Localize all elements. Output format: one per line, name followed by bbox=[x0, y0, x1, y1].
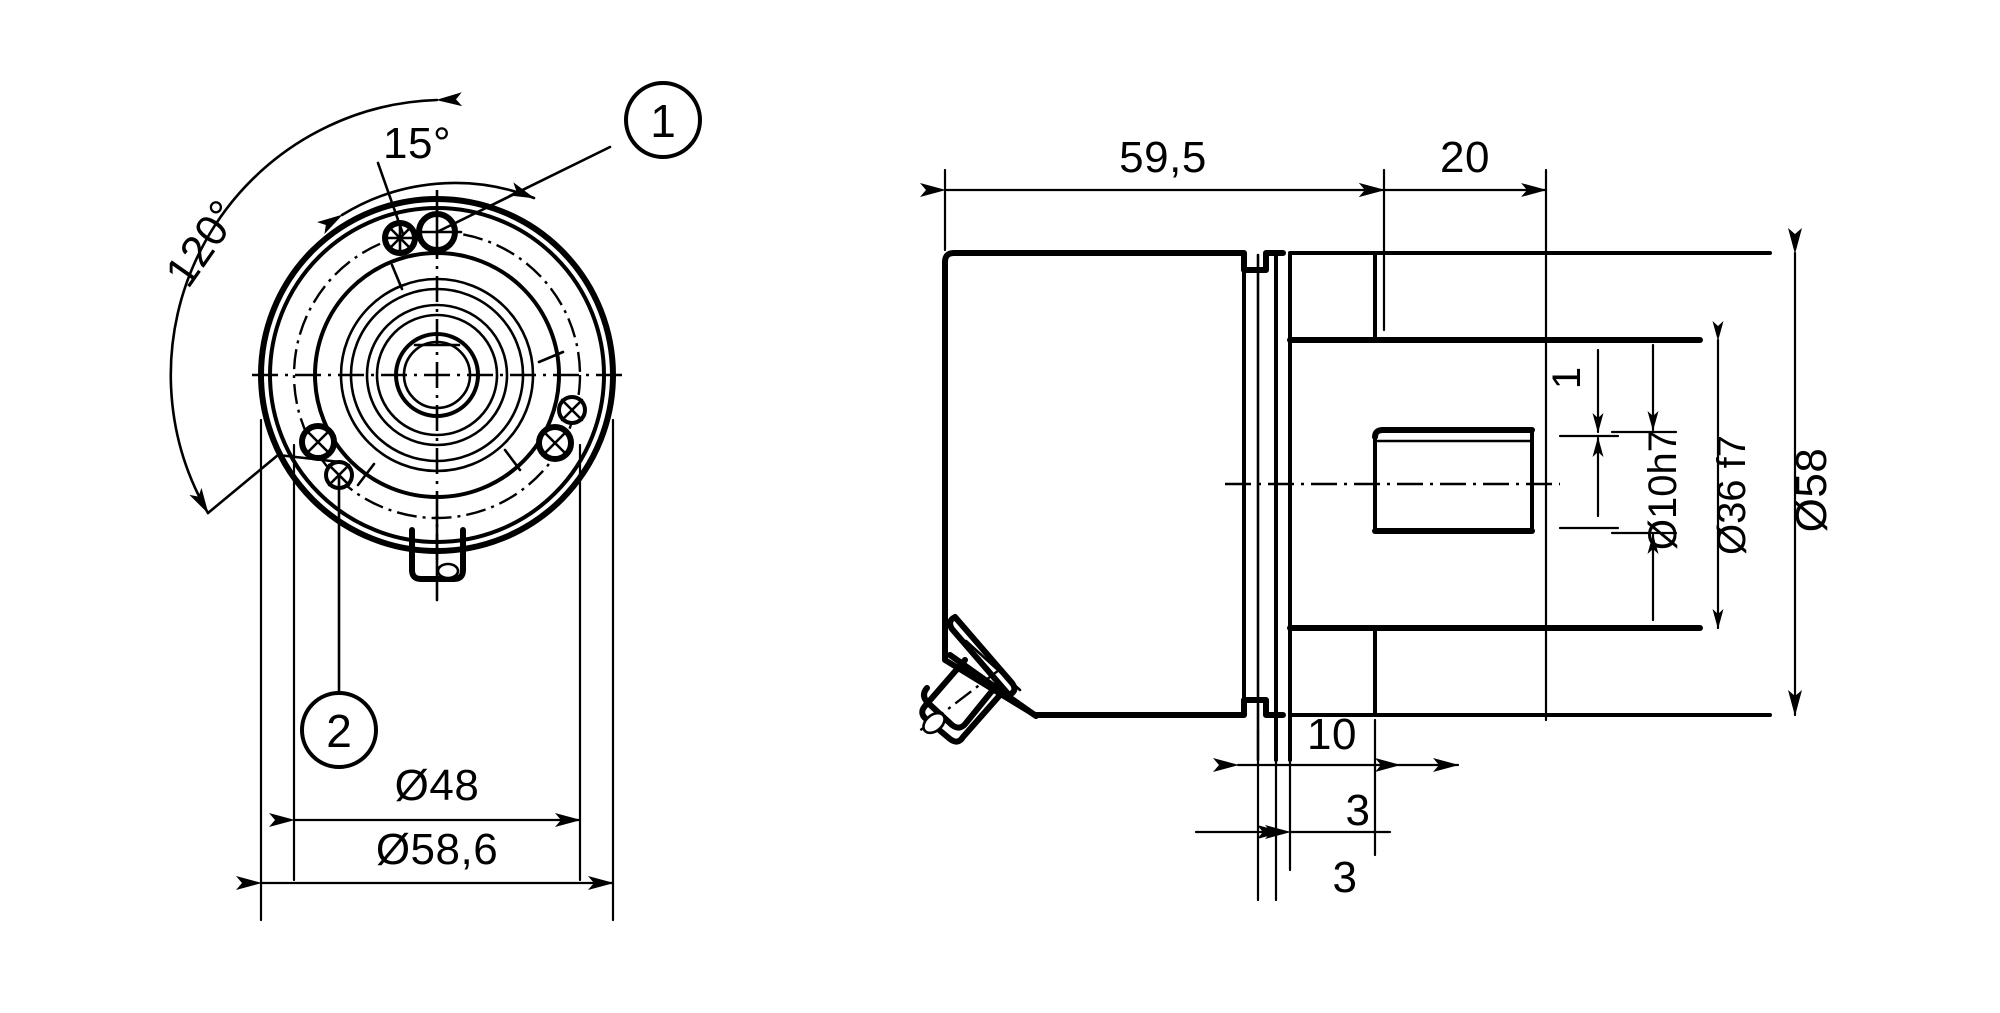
dimension-1-height: 1 bbox=[1545, 348, 1620, 530]
dimension-d10h7: Ø10h7 bbox=[1610, 343, 1685, 622]
angle-120-leader bbox=[206, 453, 342, 515]
bolt-circle-tick-b bbox=[537, 350, 565, 364]
dimension-10: 10 bbox=[1213, 710, 1402, 772]
dimension-3a-label: 3 bbox=[1346, 786, 1371, 835]
callout-1-label: 1 bbox=[650, 95, 676, 147]
side-section-view: 59,5 20 1 Ø10h7 Ø36 f7 bbox=[917, 133, 1836, 902]
bolt-circle-tick-a bbox=[390, 263, 404, 291]
mounting-hole-right bbox=[557, 395, 587, 425]
bolt-circle-tick-c bbox=[503, 448, 522, 472]
dimension-59-5: 59,5 bbox=[920, 133, 1386, 197]
dimension-d36f7-label: Ø36 f7 bbox=[1710, 435, 1754, 555]
mounting-hole-lower-left bbox=[299, 423, 337, 461]
dimension-59-5-label: 59,5 bbox=[1119, 133, 1207, 182]
front-connector-stub bbox=[409, 513, 466, 602]
shaft-top-line bbox=[1372, 427, 1535, 440]
callout-1[interactable]: 1 bbox=[435, 81, 702, 234]
dimension-3b: 3 bbox=[1194, 825, 1392, 902]
dimension-d58: Ø58 bbox=[1787, 228, 1836, 717]
callout-2-label: 2 bbox=[326, 705, 352, 757]
dimension-10-label: 10 bbox=[1307, 710, 1357, 759]
housing-body-left-wall bbox=[942, 259, 1038, 718]
dimension-20-label: 20 bbox=[1440, 133, 1490, 182]
dimension-d58-label: Ø58 bbox=[1787, 448, 1836, 533]
cable-gland-connector bbox=[917, 614, 1039, 745]
angle-120-label: 120° bbox=[156, 191, 249, 295]
dimension-d10h7-label: Ø10h7 bbox=[1641, 430, 1685, 550]
dimension-d36f7: Ø36 f7 bbox=[1710, 321, 1754, 630]
dimension-d48: Ø48 bbox=[269, 761, 582, 827]
dimension-d48-label: Ø48 bbox=[395, 761, 480, 810]
dimension-d586-label: Ø58,6 bbox=[376, 825, 498, 874]
mounting-hole-lower-right bbox=[536, 424, 574, 462]
angle-15-label: 15° bbox=[383, 119, 451, 168]
callout-2[interactable]: 2 bbox=[300, 473, 378, 769]
angle-120-arc bbox=[169, 92, 463, 515]
dimension-20: 20 bbox=[1359, 133, 1548, 197]
bolt-circle-tick-d bbox=[356, 462, 376, 487]
housing-body-bottom bbox=[1032, 697, 1286, 718]
dimension-3a: 3 bbox=[1346, 758, 1460, 835]
front-view: 15° 120° 1 2 Ø48 Ø58,6 bbox=[156, 81, 702, 922]
housing-body-outline bbox=[942, 250, 1286, 273]
dimension-d586: Ø58,6 bbox=[236, 825, 615, 890]
dimension-3b-label: 3 bbox=[1333, 853, 1358, 902]
dimension-1-height-label: 1 bbox=[1545, 367, 1589, 389]
